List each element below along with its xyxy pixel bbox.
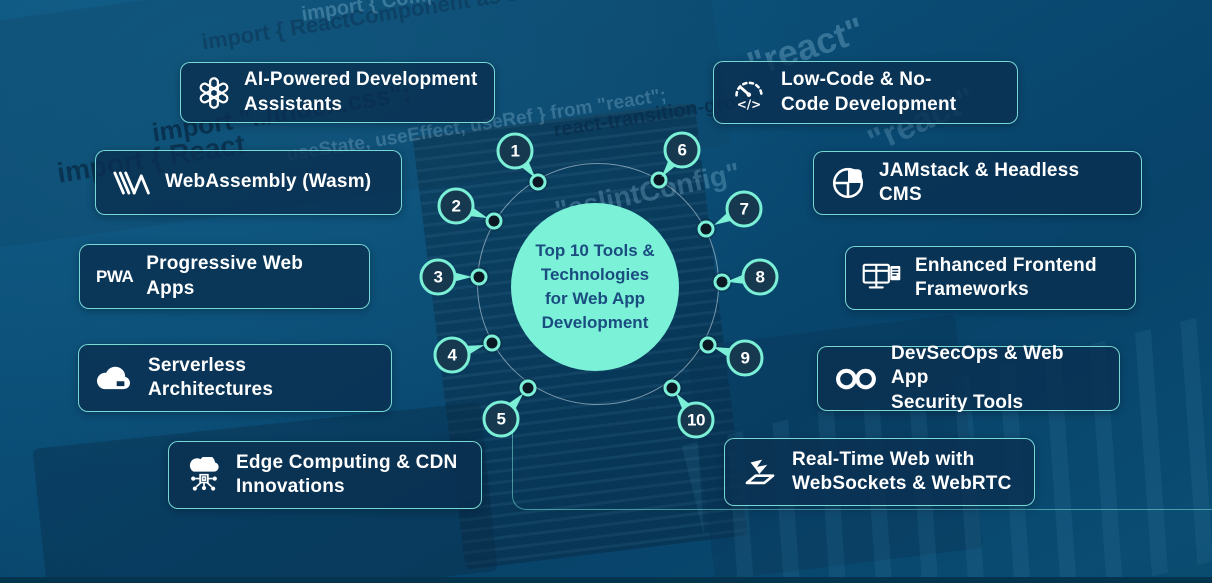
- step-number: 7: [739, 199, 749, 218]
- step-number: 5: [496, 409, 506, 428]
- card-edge-computing-cdn: Edge Computing & CDN Innovations: [168, 441, 482, 509]
- step-dot-4: [483, 334, 501, 352]
- step-number: 9: [740, 348, 750, 367]
- card-enhanced-frontend-frameworks: Enhanced Frontend Frameworks: [845, 246, 1136, 310]
- card-label: Low-Code & No- Code Development: [781, 69, 957, 115]
- gauge-code-icon: </>: [730, 76, 768, 110]
- card-low-code-no-code: </> Low-Code & No- Code Development: [713, 61, 1018, 124]
- step-number: 2: [451, 196, 461, 215]
- infinity-loop-icon: [834, 366, 878, 392]
- card-label: Serverless Architectures: [148, 354, 274, 400]
- step-number: 4: [447, 345, 457, 364]
- card-realtime-websockets-webrtc: Real-Time Web with WebSockets & WebRTC: [724, 438, 1035, 506]
- step-dot-9: [699, 336, 717, 354]
- card-label: Real-Time Web with WebSockets & WebRTC: [792, 448, 1012, 494]
- step-dot-1: [529, 173, 547, 191]
- center-circle: Top 10 Tools & Technologies for Web App …: [511, 203, 679, 371]
- card-serverless-architectures: Serverless Architectures: [78, 344, 392, 412]
- jamstack-logo-icon: [830, 165, 866, 201]
- webassembly-logo-icon: [112, 170, 152, 196]
- card-label: Progressive Web Apps: [146, 253, 304, 299]
- card-devsecops-security-tools: DevSecOps & Web App Security Tools: [817, 343, 1120, 413]
- step-number: 1: [510, 141, 520, 160]
- card-label: DevSecOps & Web App Security Tools: [891, 343, 1064, 413]
- step-dot-3: [470, 268, 488, 286]
- step-dot-10: [663, 379, 681, 397]
- frontend-monitor-icon: [862, 262, 902, 294]
- card-label: Edge Computing & CDN Innovations: [236, 451, 458, 497]
- step-number: 3: [433, 267, 443, 286]
- step-number: 6: [677, 140, 687, 159]
- bg-code-text: import { ReactComponent as BoltIcon } fr…: [200, 0, 930, 56]
- step-number: 8: [755, 267, 765, 286]
- step-number: 10: [687, 410, 705, 429]
- pwa-logo-icon: PWA: [96, 266, 134, 286]
- realtime-gesture-icon: [741, 456, 779, 488]
- step-dot-8: [713, 273, 731, 291]
- openai-logo-icon: [197, 76, 231, 110]
- step-dot-2: [485, 212, 503, 230]
- card-ai-powered-development-assistants: AI-Powered Development Assistants: [180, 62, 495, 123]
- card-webassembly: WebAssembly (Wasm): [95, 150, 402, 215]
- card-progressive-web-apps: PWA Progressive Web Apps: [79, 244, 370, 309]
- step-dot-5: [519, 379, 537, 397]
- edge-network-icon: [185, 457, 223, 493]
- bottom-bar: [0, 577, 1212, 583]
- card-label: AI-Powered Development Assistants: [244, 69, 478, 115]
- serverless-cloud-icon: [95, 364, 135, 392]
- card-label: Enhanced Frontend Frameworks: [915, 254, 1097, 300]
- card-label: WebAssembly (Wasm): [165, 171, 372, 193]
- step-dot-7: [697, 220, 715, 238]
- card-label: JAMstack & Headless CMS: [879, 159, 1080, 205]
- center-title: Top 10 Tools & Technologies for Web App …: [535, 240, 655, 333]
- svg-text:</>: </>: [737, 97, 762, 109]
- card-jamstack-headless-cms: JAMstack & Headless CMS: [813, 151, 1142, 215]
- bg-code-text: import { Component as ArrowIcon } from "…: [300, 0, 995, 27]
